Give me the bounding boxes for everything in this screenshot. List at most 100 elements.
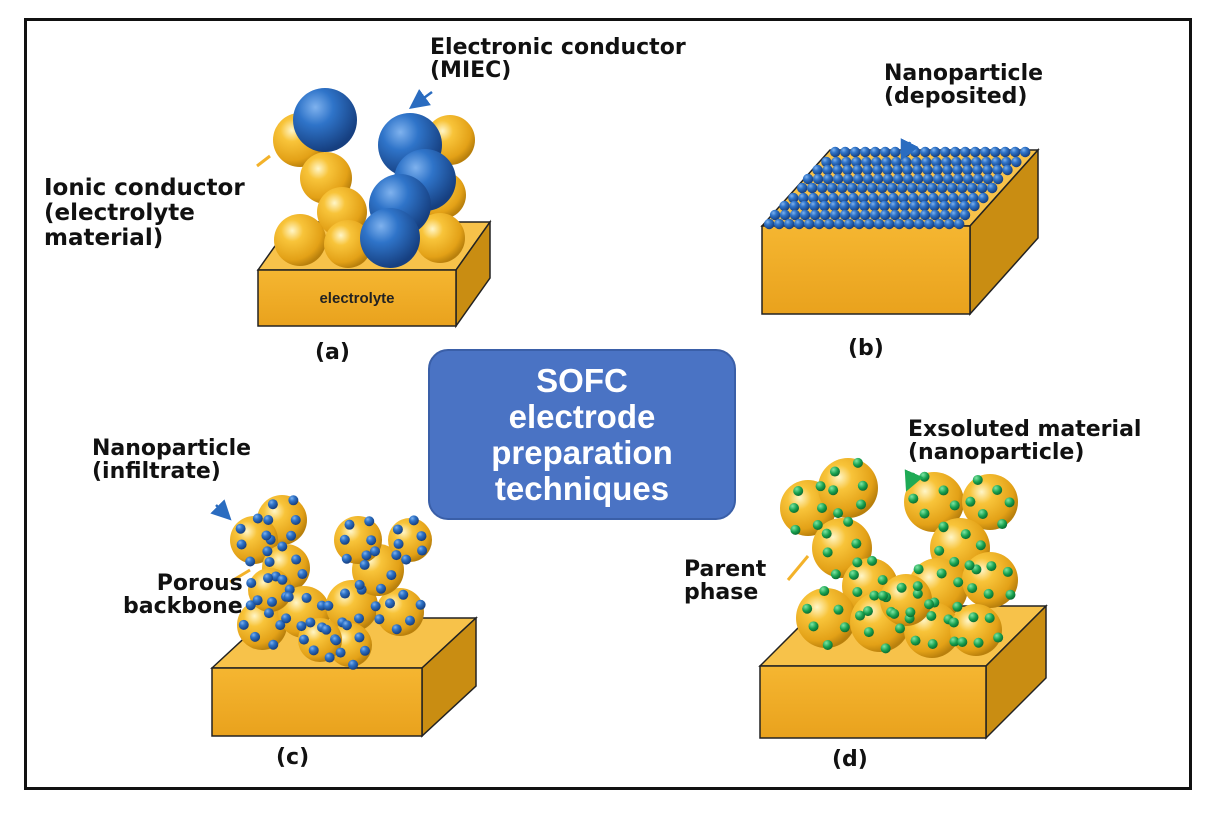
- ionic-conductor-label: Ionic conductor (electrolyte material): [44, 175, 245, 251]
- exsolved-dot: [848, 569, 859, 580]
- infiltrate-dot: [386, 570, 397, 581]
- nanoparticle-dot: [867, 182, 878, 194]
- nanoparticle-dot: [961, 156, 972, 168]
- infiltrate-dot: [261, 530, 272, 541]
- nanoparticle-dot: [868, 192, 879, 204]
- parent-leader: [786, 555, 810, 581]
- backbone-leader: [229, 568, 251, 584]
- infiltrate-dot: [348, 659, 359, 670]
- deposited-nanoparticle-label: Nanoparticle (deposited): [884, 61, 1044, 109]
- exsolved-dot: [815, 481, 826, 492]
- nanoparticle-dot: [1010, 146, 1021, 158]
- panel-a: electrolyte: [256, 88, 492, 329]
- nanoparticle-dot: [859, 209, 871, 221]
- exsolved-dot: [948, 617, 959, 628]
- nanoparticle-dot: [882, 173, 894, 185]
- infiltrate-dot: [236, 539, 247, 550]
- infiltrate-dot: [323, 600, 334, 611]
- nanoparticle-dot: [962, 164, 973, 176]
- nanoparticle-dot: [859, 200, 870, 212]
- caption-b: (b): [848, 336, 884, 361]
- nanoparticle-dot: [919, 200, 930, 212]
- infiltrate-dot: [301, 592, 312, 603]
- nanoparticle-dot: [987, 182, 998, 194]
- nanoparticle-dot: [807, 182, 818, 194]
- nanoparticle-dot: [939, 209, 951, 221]
- nanoparticle-dot: [880, 146, 891, 158]
- nanoparticle-dot: [919, 209, 931, 221]
- exsolved-dot: [1002, 566, 1013, 577]
- nanoparticle-dot: [942, 173, 954, 185]
- title-box: SOFC electrode preparation techniques: [428, 349, 736, 520]
- infiltrate-nanoparticle-label: Nanoparticle (infiltrate): [92, 436, 252, 484]
- nanoparticle-dot: [839, 209, 851, 221]
- nanoparticle-dot: [831, 156, 842, 168]
- infiltrate-dot: [246, 577, 257, 588]
- exsolved-dot: [889, 608, 900, 619]
- exsolved-dot: [877, 575, 888, 586]
- nanoparticle-dot: [969, 200, 980, 212]
- nanoparticle-dot: [1000, 146, 1011, 158]
- exsolved-dot: [957, 636, 968, 647]
- title-line-3: preparation: [491, 433, 673, 471]
- nanoparticle-dot: [888, 192, 899, 204]
- exsolved-dot: [896, 582, 907, 593]
- nanoparticle-dot: [862, 173, 874, 185]
- nanoparticle-dot: [824, 218, 835, 230]
- infiltrate-dot: [308, 645, 319, 656]
- nanoparticle-dot: [839, 200, 850, 212]
- infiltrate-dot: [252, 595, 263, 606]
- infiltrate-dot: [238, 619, 249, 630]
- infiltrate-dot: [408, 515, 419, 526]
- nanoparticle-dot: [814, 218, 825, 230]
- nanoparticle-dot: [817, 182, 828, 194]
- backbone-particle: [237, 600, 287, 650]
- nanoparticle-dot: [872, 173, 884, 185]
- exsolved-dot: [905, 607, 916, 618]
- nanoparticle-dot: [842, 164, 853, 176]
- exsolved-dot: [936, 568, 947, 579]
- nanoparticle-dot: [874, 218, 885, 230]
- nanoparticle-dot: [890, 146, 901, 158]
- infiltrate-dot: [281, 613, 292, 624]
- exsolved-dot: [949, 500, 960, 511]
- exsolved-dot: [894, 623, 905, 634]
- infiltrate-dot: [369, 546, 380, 557]
- nanoparticle-dot: [932, 173, 944, 185]
- nanoparticle-dot: [910, 146, 921, 158]
- nanoparticle-dot: [884, 218, 895, 230]
- nanoparticle-dot: [872, 164, 883, 176]
- nanoparticle-dot: [822, 173, 834, 185]
- nanoparticle-dot: [844, 218, 855, 230]
- nanoparticle-dot: [902, 173, 914, 185]
- infiltrate-arrow: [210, 499, 232, 521]
- deposited-arrow: [900, 138, 919, 161]
- nanoparticle-dot: [932, 164, 943, 176]
- infiltrate-dot: [393, 538, 404, 549]
- nanoparticle-dot: [784, 218, 795, 230]
- infiltrate-dot: [267, 499, 278, 510]
- exsolved-dot: [953, 577, 964, 588]
- nanoparticle-dot: [982, 164, 993, 176]
- nanoparticle-dot: [959, 209, 971, 221]
- nanoparticle-dot: [802, 173, 814, 185]
- infiltrate-dot: [296, 621, 307, 632]
- exsolved-dot: [960, 529, 971, 540]
- exsolved-dot: [877, 590, 888, 601]
- nanoparticle-dot: [940, 146, 951, 158]
- nanoparticle-dot: [819, 200, 830, 212]
- nanoparticle-dot: [862, 164, 873, 176]
- exsolved-dot: [964, 560, 975, 571]
- exsolved-dot: [972, 474, 983, 485]
- infiltrate-dot: [398, 589, 409, 600]
- nanoparticle-dot: [939, 200, 950, 212]
- exsolved-dot: [949, 636, 960, 647]
- exsolved-dot: [833, 604, 844, 615]
- exsolved-dot: [843, 516, 854, 527]
- exsolved-dot: [821, 528, 832, 539]
- nanoparticle-dot: [954, 218, 965, 230]
- nanoparticle-dot: [847, 182, 858, 194]
- nanoparticle-dot: [980, 146, 991, 158]
- infiltrate-dot: [361, 550, 372, 561]
